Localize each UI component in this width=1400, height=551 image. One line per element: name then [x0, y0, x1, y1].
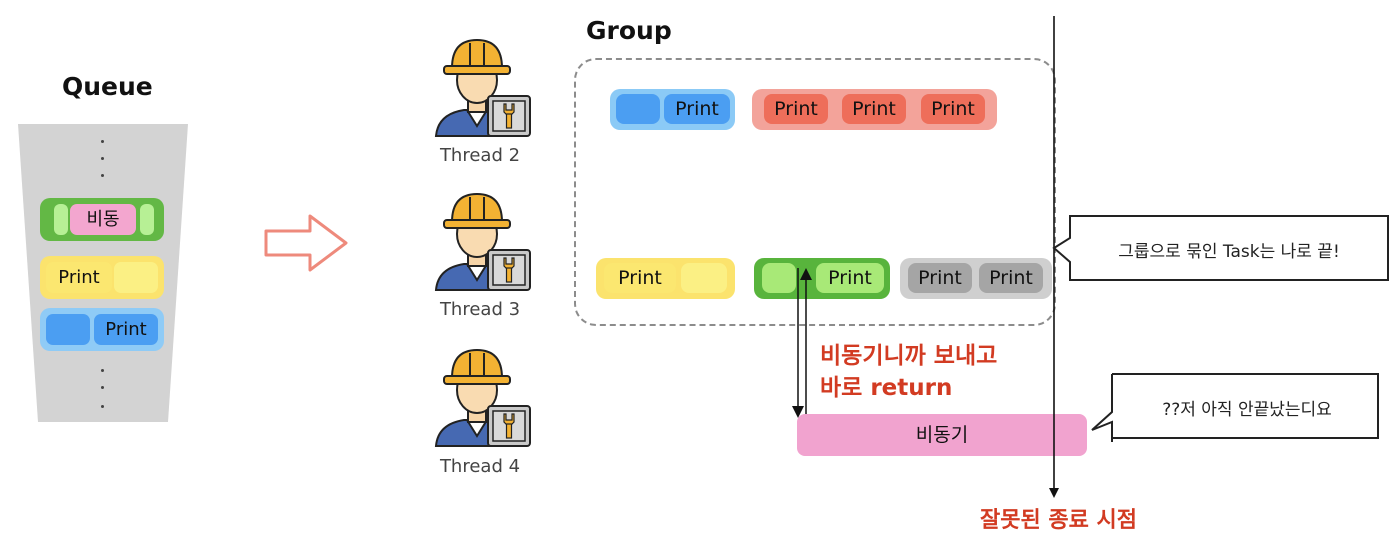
thread3-green-empty-chip [762, 263, 796, 293]
queue-async-label: 비동 [86, 209, 120, 230]
group-title: Group [586, 16, 672, 45]
thread2-label: Thread 2 [439, 145, 521, 166]
thread2-red-print-2: Print [842, 94, 906, 124]
callout-not-done-text: ??저 아직 안끝났는디요 [1162, 400, 1332, 420]
worker-thread2-icon [435, 39, 531, 137]
async-dispatch-arrows [792, 268, 812, 418]
queue-yellow-print-label: Print [58, 267, 100, 288]
queue-item-print-blue: Print [40, 308, 164, 351]
callout-group-done-bubble [1052, 215, 1389, 281]
thread2-red-print-1: Print [764, 94, 828, 124]
queue-async-left-chip [54, 204, 68, 235]
async-bar: 비동기 [797, 414, 1087, 456]
callout-group-done-text: 그룹으로 묶인 Task는 나로 끝! [1118, 242, 1340, 262]
worker-thread3-icon [435, 193, 531, 291]
queue-async-center: 비동 [70, 204, 136, 235]
thread2-red-print-3: Print [921, 94, 985, 124]
queue-item-print-yellow: Print [40, 256, 164, 299]
end-timeline-arrow [1049, 16, 1059, 498]
async-annotation-line1: 비동기니까 보내고 [820, 343, 998, 369]
thread2-blue-task: Print [610, 89, 735, 130]
queue-blue-print-label: Print [105, 319, 147, 340]
thread3-yellow-print-chip: Print [604, 263, 676, 293]
wrong-end-label: 잘못된 종료 시점 [980, 508, 1137, 533]
queue-yellow-empty-chip [114, 262, 158, 293]
thread3-gray-print-2: Print [979, 263, 1043, 293]
thread4-label: Thread 4 [439, 456, 521, 477]
queue-item-async: 비동 [40, 198, 164, 241]
queue-async-right-chip [140, 204, 154, 235]
queue-title: Queue [62, 72, 153, 101]
async-annotation-line2: 바로 return [820, 375, 953, 401]
queue-blue-print-chip: Print [94, 314, 158, 345]
callout-not-done-bubble [1091, 373, 1379, 442]
thread3-gray-task-group: Print Print [900, 258, 1052, 299]
thread3-green-print-chip: Print [816, 263, 884, 293]
group-boundary [574, 58, 1056, 326]
thread3-gray-print-1: Print [908, 263, 972, 293]
thread2-red-task-group: Print Print Print [752, 89, 997, 130]
thread3-green-task: Print [754, 258, 890, 299]
thread3-yellow-empty-chip [681, 263, 727, 293]
thread3-label: Thread 3 [439, 299, 521, 320]
queue-yellow-print-chip: Print [46, 262, 112, 293]
worker-thread4-icon [435, 349, 531, 447]
flow-arrow-icon [264, 214, 348, 272]
thread2-blue-print-chip: Print [664, 94, 730, 124]
thread2-blue-empty-chip [616, 94, 660, 124]
queue-blue-empty-chip [46, 314, 90, 345]
thread3-yellow-task: Print [596, 258, 735, 299]
